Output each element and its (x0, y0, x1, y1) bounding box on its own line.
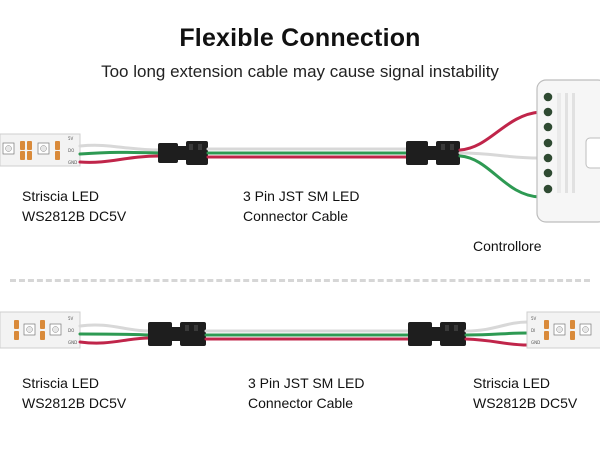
svg-text:5V: 5V (68, 136, 74, 141)
led-strip-bottom-left: 5V DO GND (0, 311, 81, 349)
section-divider (10, 279, 590, 282)
controller-box (536, 79, 600, 223)
cable-type: Connector Cable (248, 395, 354, 411)
wires-bottom-cable (204, 329, 412, 341)
label-strip-bottom-left: Striscia LED WS2812B DC5V (22, 373, 126, 413)
controller-name: Controllore (473, 238, 542, 254)
wires-bottom-strip-to-plug (78, 323, 152, 345)
strip-model: WS2812B DC5V (22, 395, 127, 411)
strip-model: WS2812B DC5V (473, 395, 578, 411)
jst-plug-top-1 (158, 141, 208, 165)
wires-top-strip-to-plug (78, 143, 162, 164)
cable-name: 3 Pin JST SM LED (243, 188, 360, 204)
label-strip-bottom-right: Striscia LED WS2812B DC5V (473, 373, 577, 413)
svg-text:5V: 5V (68, 316, 74, 321)
jst-plug-top-2 (406, 141, 460, 165)
jst-plug-bottom-1 (148, 322, 206, 346)
cable-type: Connector Cable (243, 208, 349, 224)
strip-name: Striscia LED (22, 375, 100, 391)
led-strip-top-left: 5V DO GND (0, 133, 81, 167)
svg-text:GND: GND (68, 160, 77, 165)
svg-text:GND: GND (68, 340, 77, 345)
svg-text:DO: DO (68, 328, 74, 333)
strip-model: WS2812B DC5V (22, 208, 127, 224)
cable-name: 3 Pin JST SM LED (248, 375, 365, 391)
wires-to-controller (458, 110, 542, 199)
label-cable-bottom: 3 Pin JST SM LED Connector Cable (248, 373, 364, 413)
svg-text:DO: DO (68, 148, 74, 153)
svg-text:GND: GND (531, 340, 540, 345)
strip-name: Striscia LED (22, 188, 100, 204)
svg-text:DI: DI (531, 328, 535, 333)
wires-top-cable (206, 147, 410, 159)
page-subtitle: Too long extension cable may cause signa… (101, 62, 499, 81)
svg-text:5V: 5V (531, 316, 537, 321)
label-cable-top: 3 Pin JST SM LED Connector Cable (243, 186, 359, 226)
label-strip-top-left: Striscia LED WS2812B DC5V (22, 186, 126, 226)
jst-plug-bottom-2 (408, 322, 466, 346)
strip-name: Striscia LED (473, 375, 551, 391)
led-strip-bottom-right: 5V DI GND (526, 311, 600, 349)
wires-bottom-plug-to-strip (464, 320, 530, 347)
label-controller: Controllore (473, 236, 541, 256)
page-title: Flexible Connection (179, 24, 421, 52)
